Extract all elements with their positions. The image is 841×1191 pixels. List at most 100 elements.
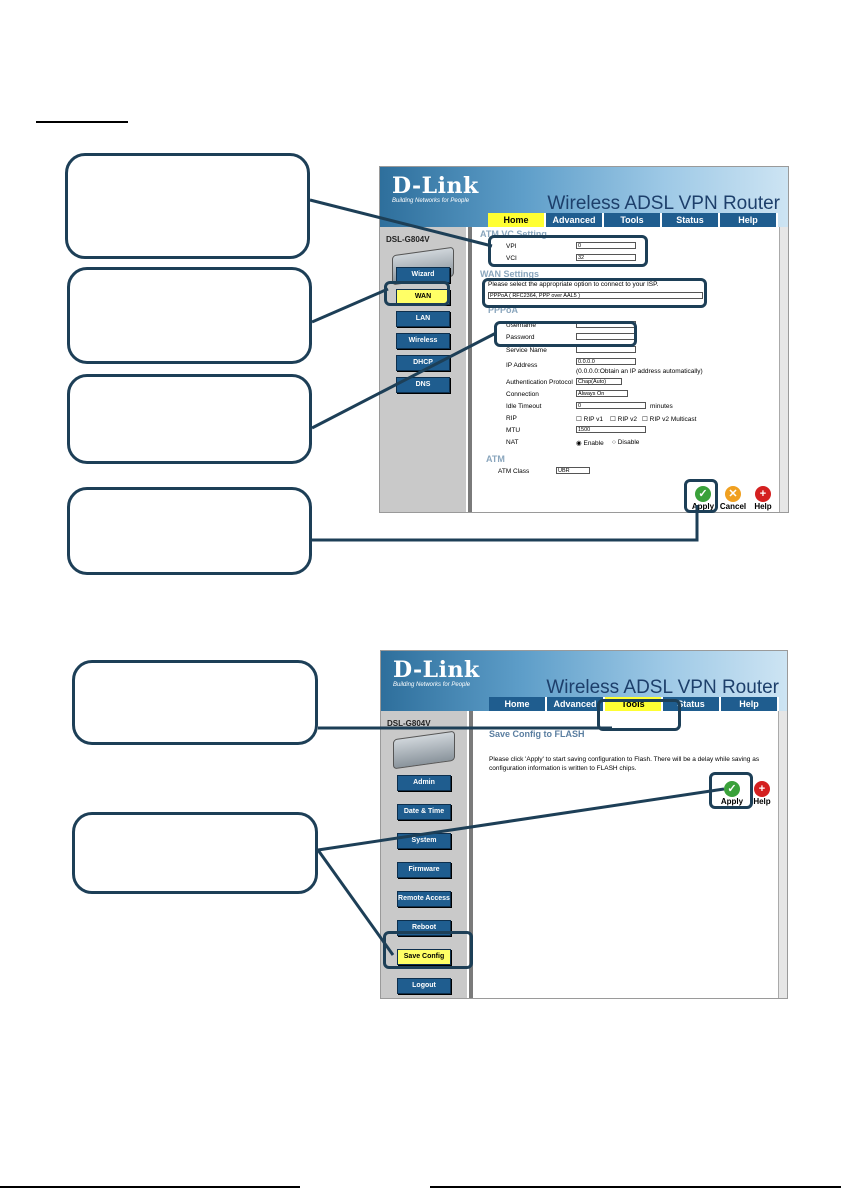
rip-v2-label: RIP v2 xyxy=(617,416,638,423)
tab-advanced[interactable]: Advanced xyxy=(547,697,605,711)
cancel-label: Cancel xyxy=(719,502,747,511)
idle-timeout-label: Idle Timeout xyxy=(506,403,542,410)
nat-enable-radio[interactable]: ◉ Enable xyxy=(576,440,604,447)
atm-class-label: ATM Class xyxy=(498,468,530,475)
sidebar-item-remote-access[interactable]: Remote Access xyxy=(397,891,451,907)
sidebar-divider xyxy=(469,711,473,998)
sidebar-item-date-time[interactable]: Date & Time xyxy=(397,804,451,820)
highlight-apply-button-2 xyxy=(709,772,753,809)
connector-pppoa xyxy=(311,331,497,430)
logo-tagline: Building Networks for People xyxy=(393,682,471,688)
highlight-wan-button xyxy=(384,281,450,306)
help-button[interactable]: + Help xyxy=(747,781,777,806)
help-button[interactable]: + Help xyxy=(748,486,778,511)
rip-label: RIP xyxy=(506,415,517,422)
highlight-username-password xyxy=(494,321,637,347)
idle-timeout-input[interactable]: 0 xyxy=(576,402,646,409)
auth-protocol-label: Authentication Protocol xyxy=(506,379,573,386)
scrollbar[interactable] xyxy=(778,711,787,998)
scrollbar[interactable] xyxy=(779,227,788,512)
atm-vc-section-title: ATM VC Setting xyxy=(480,229,547,239)
footer-line-right xyxy=(430,1186,841,1188)
mtu-input[interactable]: 1500 xyxy=(576,426,646,433)
help-label: Help xyxy=(754,502,772,511)
highlight-wan-type xyxy=(482,278,707,308)
sidebar-item-lan[interactable]: LAN xyxy=(396,311,450,327)
tab-help[interactable]: Help xyxy=(720,213,778,227)
checkmark-icon: ✓ xyxy=(724,781,740,797)
atm-class-select[interactable]: UBR xyxy=(556,467,590,474)
tab-status[interactable]: Status xyxy=(662,213,720,227)
wan-section-title: WAN Settings xyxy=(480,269,540,279)
router-tools-screenshot: D-Link Building Networks for People Wire… xyxy=(380,650,788,999)
mtu-label: MTU xyxy=(506,427,521,434)
sidebar-item-admin[interactable]: Admin xyxy=(397,775,451,791)
callout-pppoa-login xyxy=(67,374,312,464)
help-label: Help xyxy=(753,797,771,806)
model-label: DSL-G804V xyxy=(386,235,430,244)
checkmark-icon: ✓ xyxy=(695,486,711,502)
save-config-content: Save Config to FLASH Please click 'Apply… xyxy=(477,713,787,998)
vci-label: VCI xyxy=(506,255,517,262)
rip-v2-multicast-checkbox[interactable]: ☐ RIP v2 Multicast xyxy=(642,416,697,423)
product-title: Wireless ADSL VPN Router xyxy=(546,677,779,698)
callout-save-config xyxy=(72,812,318,894)
connector-atm xyxy=(309,198,493,248)
connector-apply2 xyxy=(317,787,725,852)
connector-save-config xyxy=(316,849,395,956)
tab-home[interactable]: Home xyxy=(489,697,547,711)
cancel-button[interactable]: ✕ Cancel xyxy=(718,486,748,511)
auth-protocol-select[interactable]: Chap(Auto) xyxy=(576,378,622,385)
tab-home[interactable]: Home xyxy=(488,213,546,227)
nat-label: NAT xyxy=(506,439,519,446)
tab-tools[interactable]: Tools xyxy=(604,213,662,227)
idle-timeout-unit: minutes xyxy=(650,403,673,410)
vci-input[interactable]: 32 xyxy=(576,254,636,261)
highlight-tools-tab xyxy=(597,699,681,731)
connection-label: Connection xyxy=(506,391,539,398)
nat-disable-radio[interactable]: ○ Disable xyxy=(612,439,640,446)
help-plus-icon: + xyxy=(755,486,771,502)
callout-apply xyxy=(67,487,312,575)
highlight-apply-button xyxy=(684,479,718,513)
callout-atm-settings xyxy=(65,153,310,259)
rip-v1-label: RIP v1 xyxy=(583,416,604,423)
username-label: Username xyxy=(506,322,536,329)
cancel-icon: ✕ xyxy=(725,486,741,502)
ip-address-input[interactable]: 0.0.0.0 xyxy=(576,358,636,365)
callout-tools xyxy=(72,660,318,745)
connection-select[interactable]: Always On xyxy=(576,390,628,397)
logo-tagline: Building Networks for People xyxy=(392,198,470,204)
apply-label: Apply xyxy=(691,502,715,511)
vpi-input[interactable]: 0 xyxy=(576,242,636,249)
wan-type-select[interactable]: PPPoA ( RFC2364, PPP over AAL5 ) xyxy=(488,292,703,299)
callout-wan-connection xyxy=(67,267,312,364)
rip-v1-checkbox[interactable]: ☐ RIP v1 xyxy=(576,416,604,423)
sidebar-item-firmware[interactable]: Firmware xyxy=(397,862,451,878)
connector-wan xyxy=(311,287,389,324)
highlight-save-config xyxy=(383,931,473,969)
heading-underline xyxy=(36,121,128,123)
tab-help[interactable]: Help xyxy=(721,697,779,711)
sidebar-item-logout[interactable]: Logout xyxy=(397,978,451,994)
footer-line-left xyxy=(0,1186,300,1188)
highlight-vpi-vci xyxy=(488,235,648,267)
service-name-label: Service Name xyxy=(506,347,547,354)
tab-advanced[interactable]: Advanced xyxy=(546,213,604,227)
ip-address-label: IP Address xyxy=(506,362,538,369)
apply-button[interactable]: ✓ Apply xyxy=(717,781,747,806)
pppoa-section-title: PPPoA xyxy=(488,305,519,315)
product-title: Wireless ADSL VPN Router xyxy=(547,193,780,214)
dlink-logo: D-Link xyxy=(392,173,479,199)
sidebar-item-wireless[interactable]: Wireless xyxy=(396,333,450,349)
apply-button[interactable]: ✓ Apply xyxy=(688,486,718,511)
dlink-logo: D-Link xyxy=(393,657,480,683)
rip-v2-checkbox[interactable]: ☐ RIP v2 xyxy=(610,416,638,423)
save-config-title: Save Config to FLASH xyxy=(489,729,585,739)
password-label: Password xyxy=(506,334,535,341)
nat-disable-label: Disable xyxy=(617,439,640,446)
sidebar-item-save-config[interactable]: Save Config xyxy=(397,949,451,965)
wan-settings-content: ATM VC Setting VPI 0 VCI 32 WAN Settings… xyxy=(476,229,788,512)
